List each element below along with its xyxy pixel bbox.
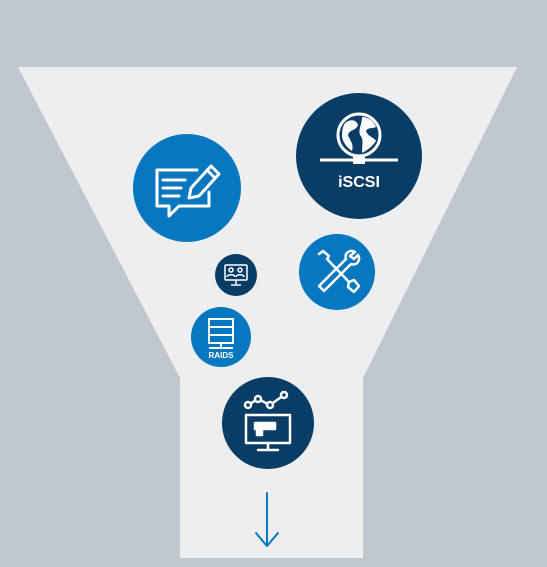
- iscsi-label: iSCSI: [338, 174, 380, 191]
- globe-network-icon: [320, 112, 398, 164]
- monitor-camera-analytics-icon: [243, 390, 292, 452]
- monitor-users-icon: [224, 264, 248, 286]
- arrow-down-icon: [255, 492, 279, 547]
- chat-edit-icon: [155, 164, 221, 218]
- raids-node: RAIDS: [191, 307, 251, 367]
- monitor-users-node: [215, 254, 257, 296]
- chat-edit-node: [133, 134, 241, 242]
- tools-node: [299, 234, 375, 310]
- analytics-camera-node: [222, 377, 314, 469]
- wrench-screwdriver-icon: [317, 249, 361, 294]
- raids-label: RAIDS: [209, 351, 235, 360]
- iscsi-node: iSCSI: [296, 93, 422, 219]
- server-stack-icon: [208, 318, 234, 349]
